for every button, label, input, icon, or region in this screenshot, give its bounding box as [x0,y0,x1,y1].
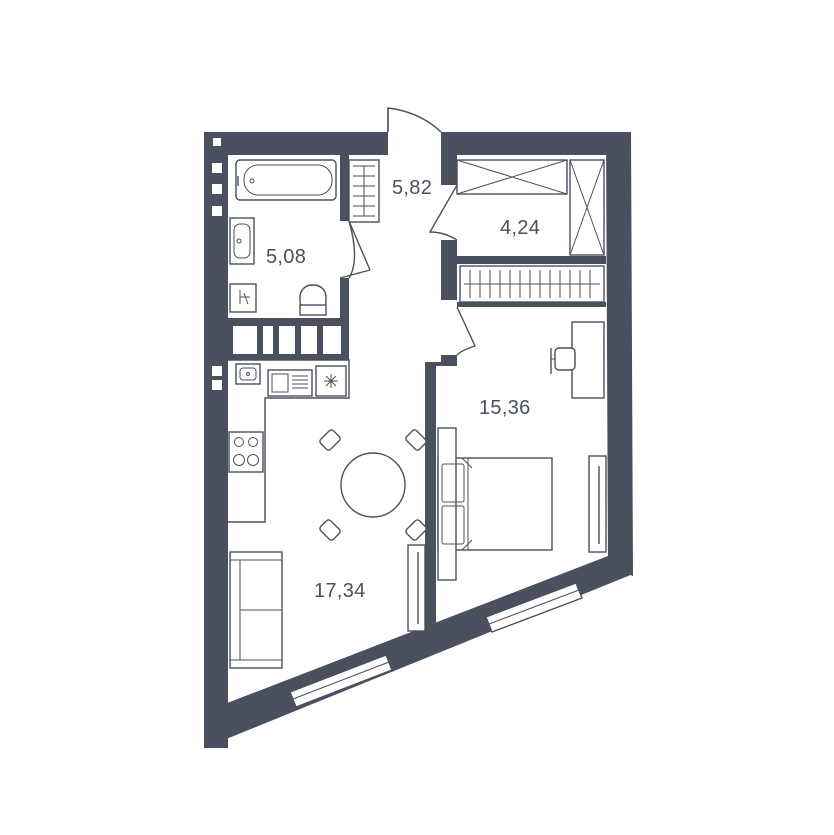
bathtub [235,159,337,201]
bathroom-sink [229,217,255,265]
stove [228,431,264,473]
hall-wardrobe [348,159,380,223]
dining-table [319,429,427,541]
double-bed [437,427,553,581]
desk [571,321,605,399]
entrance-door [387,107,442,133]
area-label-storage: 4,24 [500,217,540,239]
ventilation-shafts [233,326,341,354]
tv-stand-living [407,544,426,632]
area-label-bathroom: 5,08 [266,246,306,268]
window-living [289,654,393,708]
left-wall-notches [212,138,222,390]
fridge [315,365,347,397]
washing-machine [229,283,257,313]
kitchen-sink [267,369,313,397]
tv-stand-bedroom [588,455,607,553]
area-label-bedroom: 15,36 [479,397,531,419]
storage-door [428,184,458,241]
sofa [229,551,283,669]
storage-shelving [456,159,605,256]
area-label-living-kitchen: 17,34 [314,580,366,602]
bedroom-wardrobe [459,265,605,303]
kitchen-sink-small [235,363,261,385]
bedroom-door [456,306,476,356]
kitchen-counter [228,359,350,523]
area-label-hall: 5,82 [392,177,432,199]
toilet [299,284,327,316]
window-bedroom [485,582,583,633]
bathroom-door [339,220,371,279]
office-chair [550,347,576,374]
